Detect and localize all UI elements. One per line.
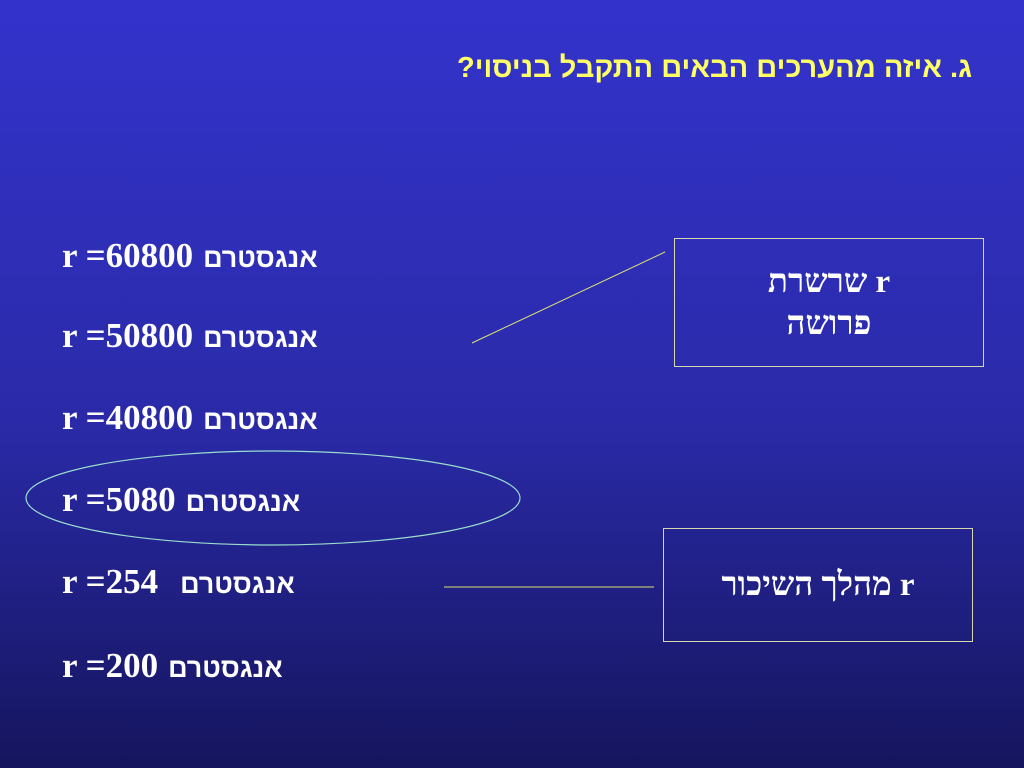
- value-unit: אנגסטרם: [203, 323, 318, 353]
- value-unit: אנגסטרם: [168, 653, 283, 683]
- value-line-50800: r =50800 אנגסטרם: [62, 316, 318, 356]
- connector-line-chain: [471, 251, 666, 344]
- value-expr: r =60800: [62, 236, 194, 275]
- value-unit: אנגסטרם: [203, 405, 318, 435]
- value-line-254: r =254 אנגסטרם: [62, 562, 295, 602]
- value-expr: r =40800: [62, 398, 194, 437]
- random-walk-box: r מהלך השיכור: [663, 528, 973, 642]
- value-expr: r =254: [62, 562, 159, 601]
- value-expr: r =5080: [62, 480, 176, 519]
- value-line-5080: r =5080 אנגסטרם: [62, 480, 300, 520]
- value-expr: r =200: [62, 646, 159, 685]
- box-line: פרושה: [786, 305, 872, 342]
- slide-title: ג. איזה מהערכים הבאים התקבל בניסוי?: [457, 52, 972, 84]
- value-unit: אנגסטרם: [180, 569, 295, 599]
- value-line-40800: r =40800 אנגסטרם: [62, 398, 318, 438]
- value-unit: אנגסטרם: [203, 243, 318, 273]
- value-unit: אנגסטרם: [185, 487, 301, 517]
- value-expr: r =50800: [62, 316, 194, 355]
- answer-highlight-ellipse: [25, 450, 521, 546]
- box-line: r שרשרת: [767, 263, 891, 300]
- value-line-60800: r =60800 אנגסטרם: [62, 236, 318, 276]
- unfolded-chain-box: r שרשרת פרושה: [674, 238, 984, 367]
- box-line: r מהלך השיכור: [721, 567, 915, 603]
- value-line-200: r =200 אנגסטרם: [62, 646, 283, 686]
